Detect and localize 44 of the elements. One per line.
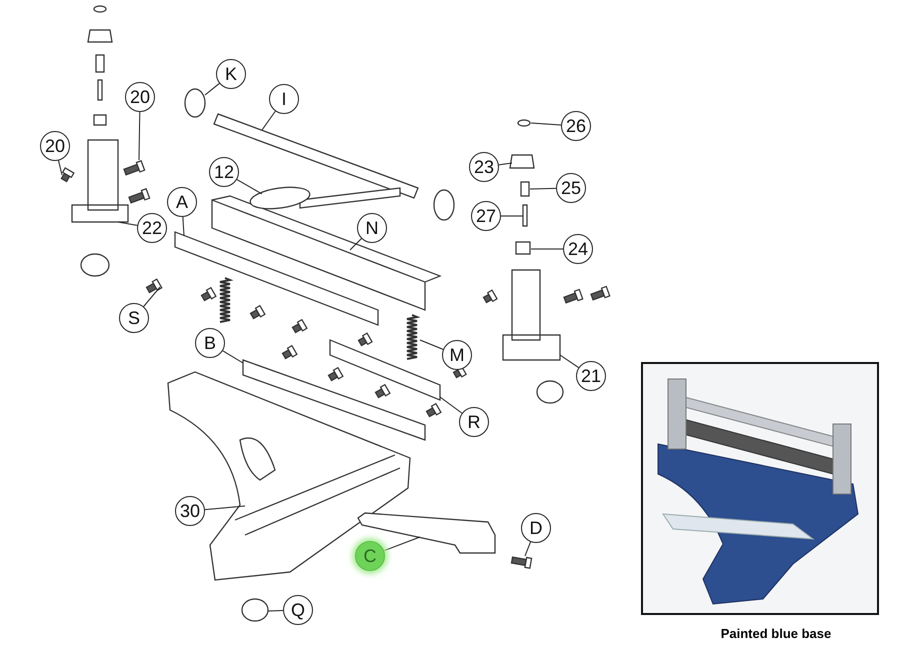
callout-label: 27	[471, 201, 501, 231]
callout-label: 20	[40, 131, 70, 161]
callout-label: Q	[283, 595, 313, 625]
leader-line	[420, 340, 444, 350]
callout-label: 12	[209, 157, 239, 187]
leader-line	[222, 350, 244, 364]
callout-label: S	[119, 303, 149, 333]
callout-label: 26	[561, 111, 591, 141]
leader-line	[530, 188, 556, 190]
callout-label: 25	[556, 173, 586, 203]
callout-label: R	[459, 407, 489, 437]
highlighted-callout-label: C	[355, 541, 385, 571]
leader-line	[204, 82, 220, 96]
callout-label: K	[216, 59, 246, 89]
callout-label: 30	[175, 496, 205, 526]
callout-label: 24	[563, 234, 593, 264]
callout-label: B	[195, 328, 225, 358]
leader-line	[58, 160, 62, 176]
leader-line	[524, 541, 532, 556]
leader-line	[236, 179, 262, 194]
leader-line	[530, 248, 564, 250]
leader-line	[118, 222, 138, 226]
leader-line	[138, 112, 140, 160]
leader-line	[384, 536, 420, 552]
leader-line	[440, 396, 462, 414]
callout-label: 20	[125, 82, 155, 112]
leader-line	[560, 354, 580, 368]
leader-line	[530, 122, 562, 126]
photo-caption: Painted blue base	[720, 626, 832, 641]
leader-line	[350, 238, 362, 250]
leader-line	[204, 506, 246, 510]
callout-label: 22	[137, 213, 167, 243]
callout-label: I	[269, 84, 299, 114]
callout-label: 21	[576, 361, 606, 391]
callout-label: A	[167, 187, 197, 217]
leader-line	[498, 162, 512, 166]
leader-line	[143, 286, 160, 307]
leader-line	[268, 610, 284, 612]
leader-line	[182, 216, 184, 236]
callout-label: D	[521, 513, 551, 543]
callout-label: 23	[469, 152, 499, 182]
leader-line	[262, 110, 276, 130]
callout-label: N	[357, 213, 387, 243]
callout-label: M	[442, 340, 472, 370]
